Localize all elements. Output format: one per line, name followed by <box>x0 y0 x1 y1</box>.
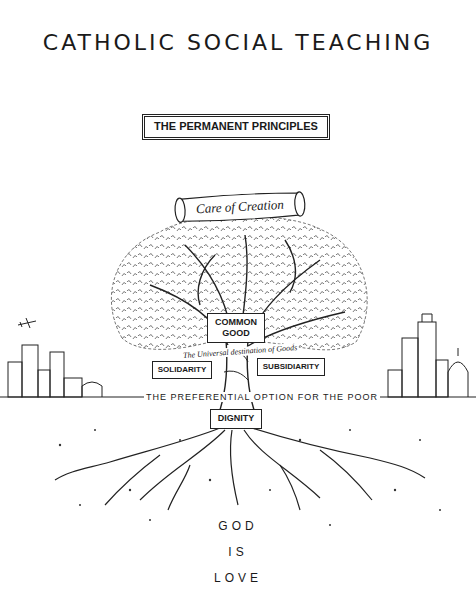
node-text: DIGNITY <box>218 413 255 424</box>
branches <box>150 235 345 346</box>
node-text: SOLIDARITY <box>158 365 206 375</box>
title-text: CATHOLIC SOCIAL TEACHING <box>43 30 433 55</box>
node-text: SUBSIDIARITY <box>263 362 319 372</box>
canopy-leaves <box>90 200 390 370</box>
solidarity-box: SOLIDARITY <box>152 361 212 379</box>
common-good-box: COMMON GOOD <box>207 313 265 344</box>
principles-box: THE PERMANENT PRINCIPLES <box>142 114 330 140</box>
node-text: COMMON GOOD <box>212 317 260 340</box>
preferential-option-label: THE PREFERENTIAL OPTION FOR THE POOR <box>144 392 380 402</box>
left-skyline <box>8 318 102 397</box>
roots <box>55 428 425 510</box>
subsidiarity-box: SUBSIDIARITY <box>257 358 325 376</box>
dignity-box: DIGNITY <box>210 409 263 428</box>
creation-banner: Care of Creation <box>171 190 308 223</box>
node-text: THE PERMANENT PRINCIPLES <box>154 120 318 134</box>
god-is-love-label: GOD IS LOVE <box>214 513 262 591</box>
canopy-outline <box>111 216 367 350</box>
soil-dots <box>59 429 441 526</box>
right-skyline <box>388 314 468 397</box>
